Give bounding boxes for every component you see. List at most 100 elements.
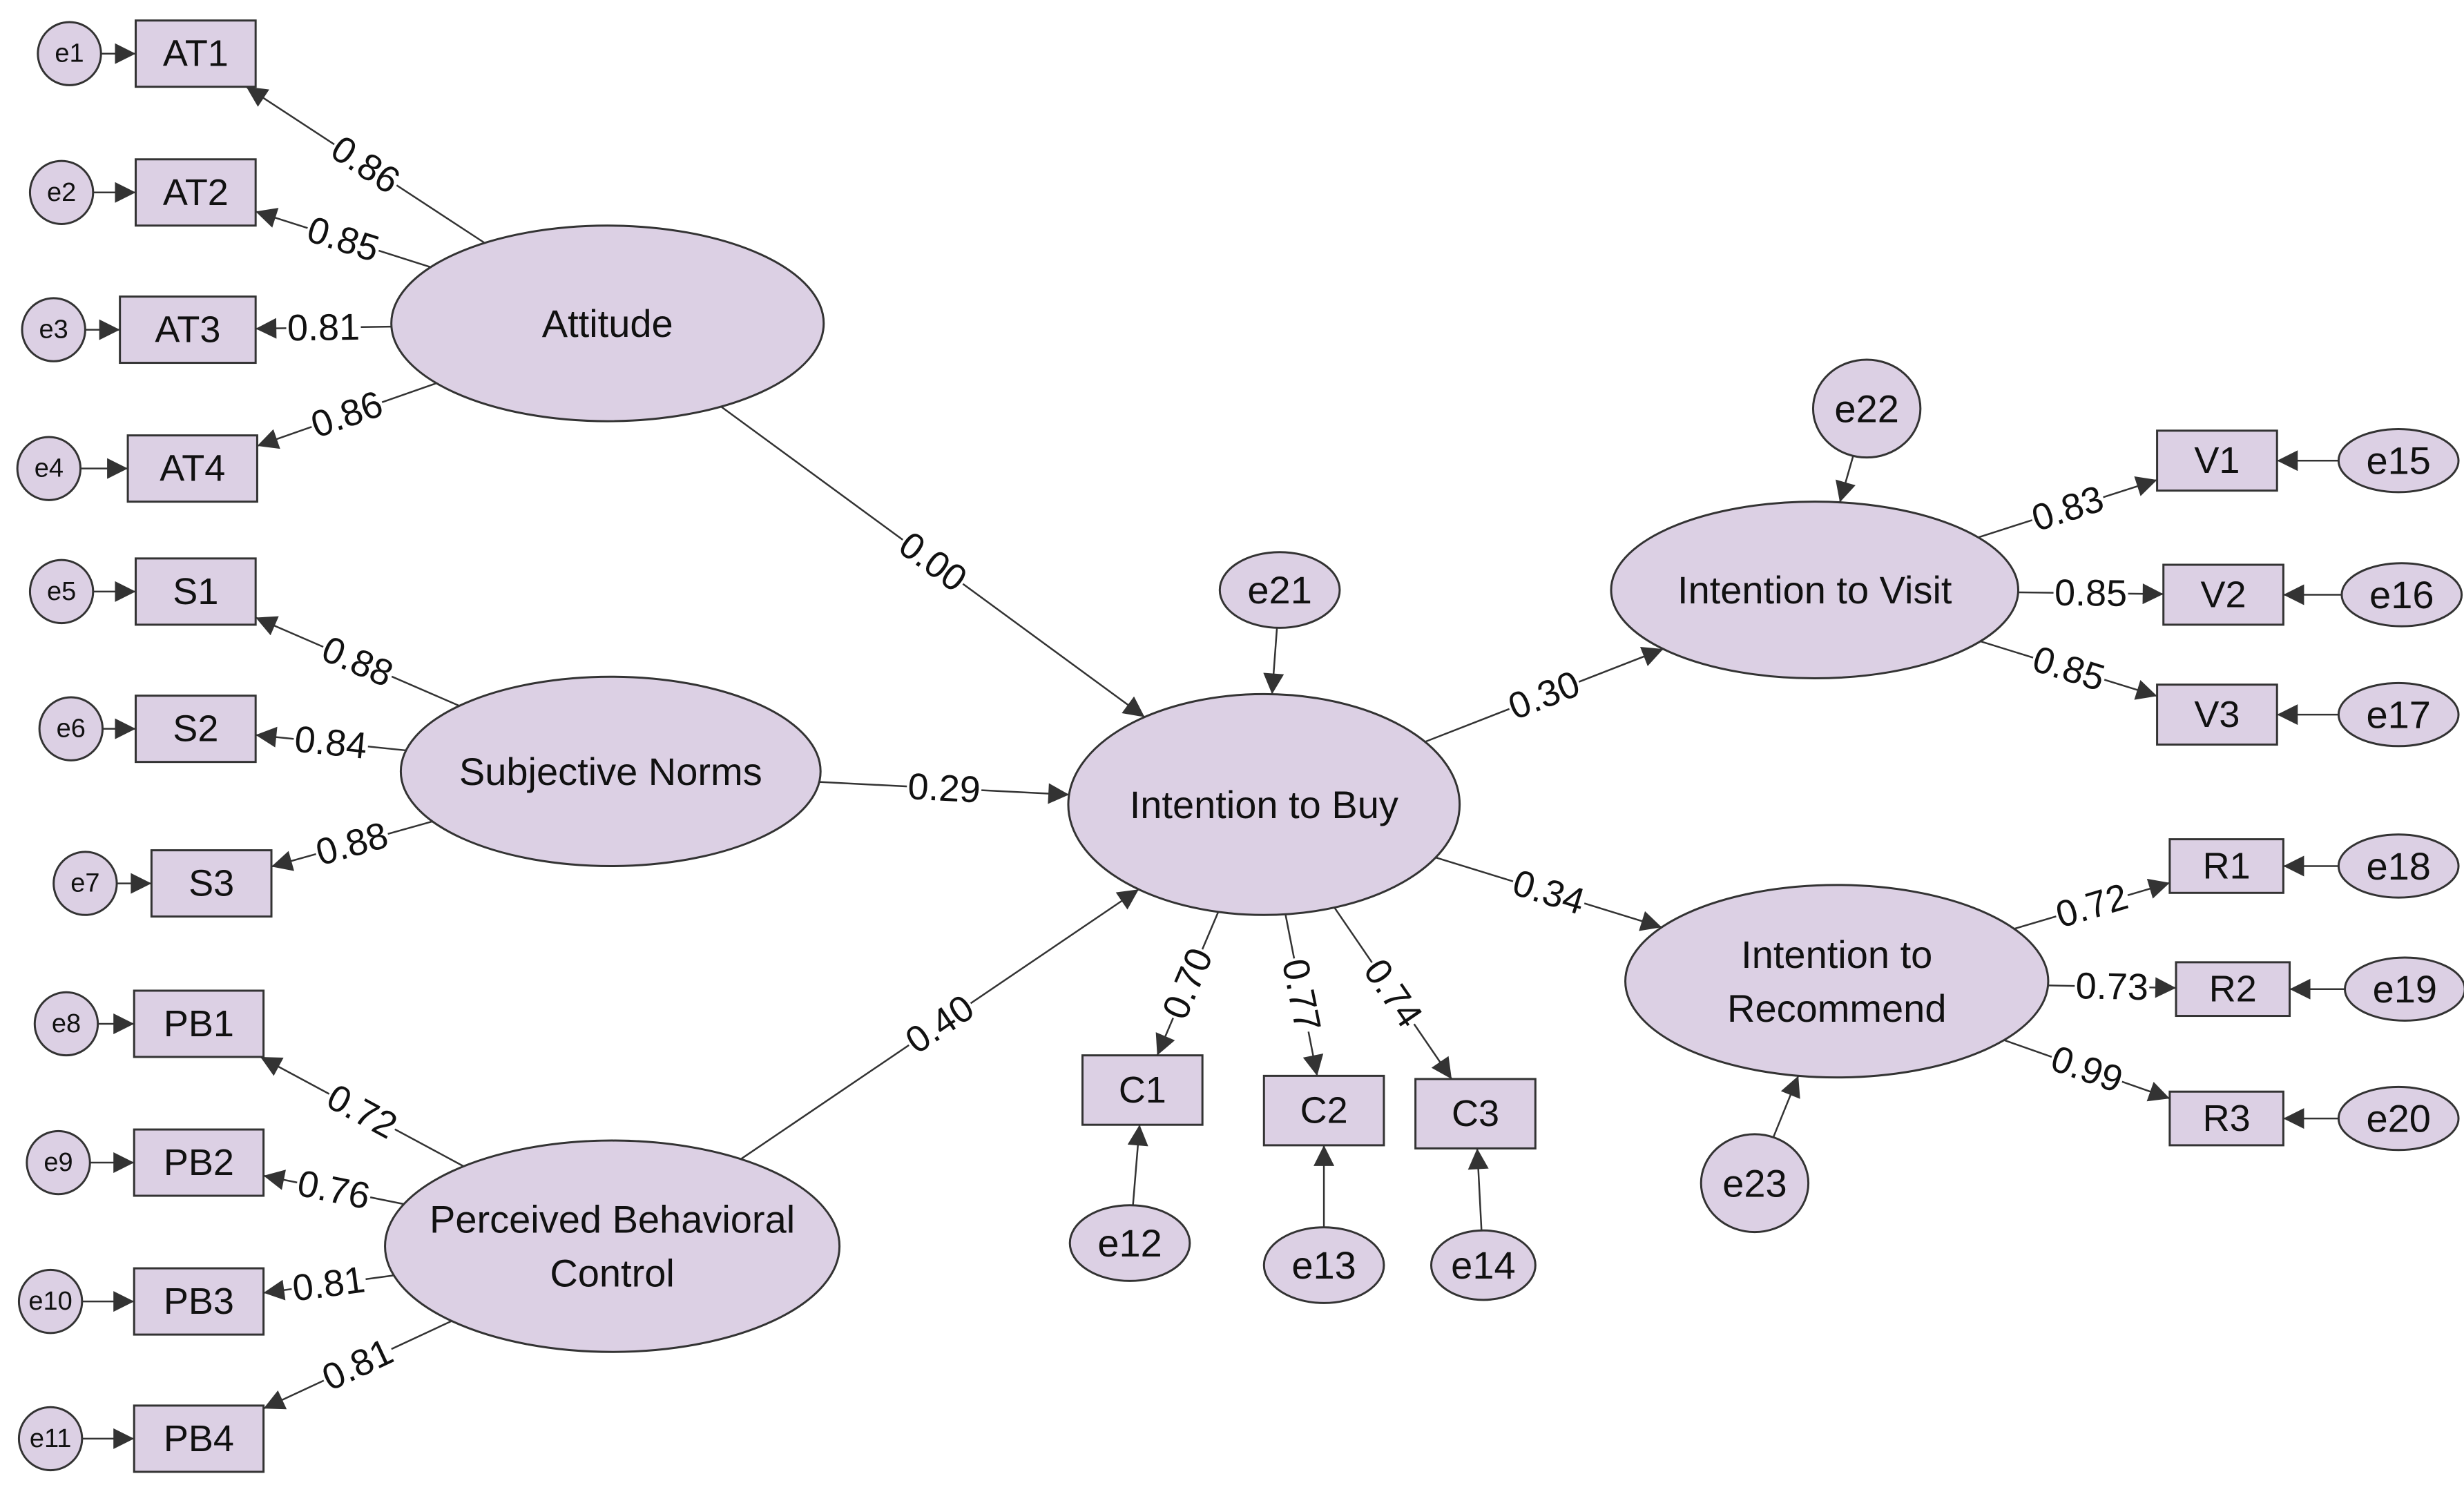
error-e10: e10	[17, 1268, 84, 1334]
indicator-label: AT3	[155, 309, 220, 351]
latent-ellipse	[1610, 501, 2020, 680]
error-path-e22	[1836, 455, 1856, 503]
indicator-PB2: PB2	[133, 1128, 265, 1197]
error-ellipse	[1700, 1133, 1810, 1234]
indicator-label: AT1	[163, 33, 229, 75]
error-e20: e20	[2337, 1085, 2460, 1152]
error-ellipse	[21, 297, 86, 362]
weight-label-background	[1503, 666, 1586, 725]
weight-label-background	[291, 722, 370, 764]
error-e9: e9	[26, 1129, 91, 1196]
weight-label-background	[286, 310, 361, 345]
latent-ellipse	[1067, 692, 1461, 916]
indicator-label: PB4	[164, 1418, 234, 1459]
error-e2: e2	[28, 159, 95, 225]
indicator-C3: C3	[1414, 1078, 1537, 1149]
weight-label: 0.70	[1155, 942, 1221, 1025]
indicator-box	[135, 557, 257, 626]
indicator-label: R1	[2203, 845, 2251, 886]
weight-label: 0.83	[2027, 478, 2108, 539]
error-ellipse	[1068, 1204, 1191, 1282]
indicator-label: S1	[173, 571, 218, 612]
weight-label: 0.30	[1503, 663, 1586, 728]
error-label: e13	[1291, 1243, 1356, 1287]
error-label: e18	[2366, 844, 2430, 888]
weight-label-background	[1358, 953, 1428, 1034]
error-e7: e7	[52, 851, 118, 916]
weight-label-background	[321, 1079, 403, 1145]
latent-label: Control	[550, 1252, 675, 1295]
error-ellipse	[2337, 428, 2460, 494]
weight-label-background	[325, 130, 406, 200]
error-label: e1	[55, 39, 84, 68]
weight-label: 0.74	[1356, 951, 1431, 1035]
loading-R2-weight: 0.73	[2074, 965, 2150, 1008]
error-ellipse	[2340, 562, 2463, 628]
indicator-PB3: PB3	[133, 1267, 265, 1336]
indicator-box	[2156, 683, 2278, 746]
path-intention-to-buy-to-intention-to-recommend-weight: 0.34	[1508, 862, 1590, 922]
error-label: e8	[52, 1009, 81, 1038]
error-ellipse	[17, 1406, 84, 1472]
latent-ellipse	[1624, 884, 2050, 1079]
weight-label-background	[306, 386, 388, 443]
loading-V3-weight: 0.85	[2028, 638, 2110, 699]
indicator-AT4: AT4	[126, 434, 258, 503]
weight-label: 0.85	[302, 208, 384, 270]
weight-label: 0.34	[1508, 862, 1590, 922]
latent-label: Attitude	[542, 302, 673, 345]
error-path-e23	[1772, 1075, 1800, 1138]
error-ellipse	[28, 559, 95, 625]
error-label: e9	[44, 1148, 73, 1177]
indicator-R1: R1	[2168, 838, 2284, 894]
error-ellipse	[28, 159, 95, 225]
loading-S2-weight: 0.84	[291, 719, 370, 767]
indicator-label: R3	[2203, 1098, 2251, 1139]
indicator-label: AT4	[160, 448, 225, 489]
weight-label-background	[1157, 942, 1218, 1025]
error-label: e21	[1247, 568, 1311, 612]
loading-R3-weight: 0.99	[2046, 1038, 2128, 1101]
weight-label-background	[906, 769, 983, 807]
loading-PB1-weight: 0.72	[320, 1076, 404, 1147]
error-e5: e5	[28, 559, 95, 625]
latent-subjective-norms: Subjective Norms	[399, 675, 822, 867]
error-e11: e11	[17, 1406, 84, 1472]
indicator-label: R2	[2209, 969, 2257, 1010]
weight-label: 0.00	[892, 524, 974, 601]
error-path-e14	[1467, 1148, 1489, 1231]
error-label: e7	[70, 869, 99, 898]
latent-label: Intention to Buy	[1130, 783, 1398, 826]
indicator-V2: V2	[2162, 563, 2284, 626]
indicator-PB1: PB1	[133, 989, 265, 1058]
error-e4: e4	[16, 436, 82, 501]
indicator-box	[1262, 1074, 1385, 1147]
weight-label: 0.86	[324, 128, 407, 202]
error-e17: e17	[2337, 681, 2460, 748]
weight-label: 0.77	[1274, 955, 1329, 1035]
error-label: e12	[1097, 1221, 1162, 1265]
indicator-box	[2175, 961, 2291, 1018]
error-label: e16	[2369, 573, 2434, 617]
error-ellipse	[37, 21, 102, 86]
path-subjective-norms-to-intention-to-buy-weight: 0.29	[906, 766, 983, 811]
error-e8: e8	[33, 991, 99, 1057]
weight-label: 0.88	[311, 814, 392, 873]
latent-intention-to-buy: Intention to Buy	[1067, 692, 1461, 916]
loading-V2-weight: 0.85	[2053, 572, 2128, 614]
error-ellipse	[2337, 1085, 2460, 1152]
indicator-S2: S2	[135, 695, 257, 764]
error-ellipse	[1430, 1229, 1537, 1301]
error-label: e14	[1451, 1243, 1515, 1287]
error-label: e20	[2366, 1097, 2430, 1141]
indicator-label: PB1	[164, 1003, 234, 1045]
weight-label-background	[2046, 1040, 2128, 1098]
indicator-box	[126, 434, 258, 503]
error-path-e21	[1263, 628, 1284, 695]
indicator-box	[150, 849, 273, 918]
error-label: e19	[2373, 967, 2437, 1011]
loading-C3-weight: 0.74	[1356, 951, 1431, 1035]
indicator-V1: V1	[2156, 429, 2278, 492]
error-label: e11	[30, 1424, 72, 1453]
